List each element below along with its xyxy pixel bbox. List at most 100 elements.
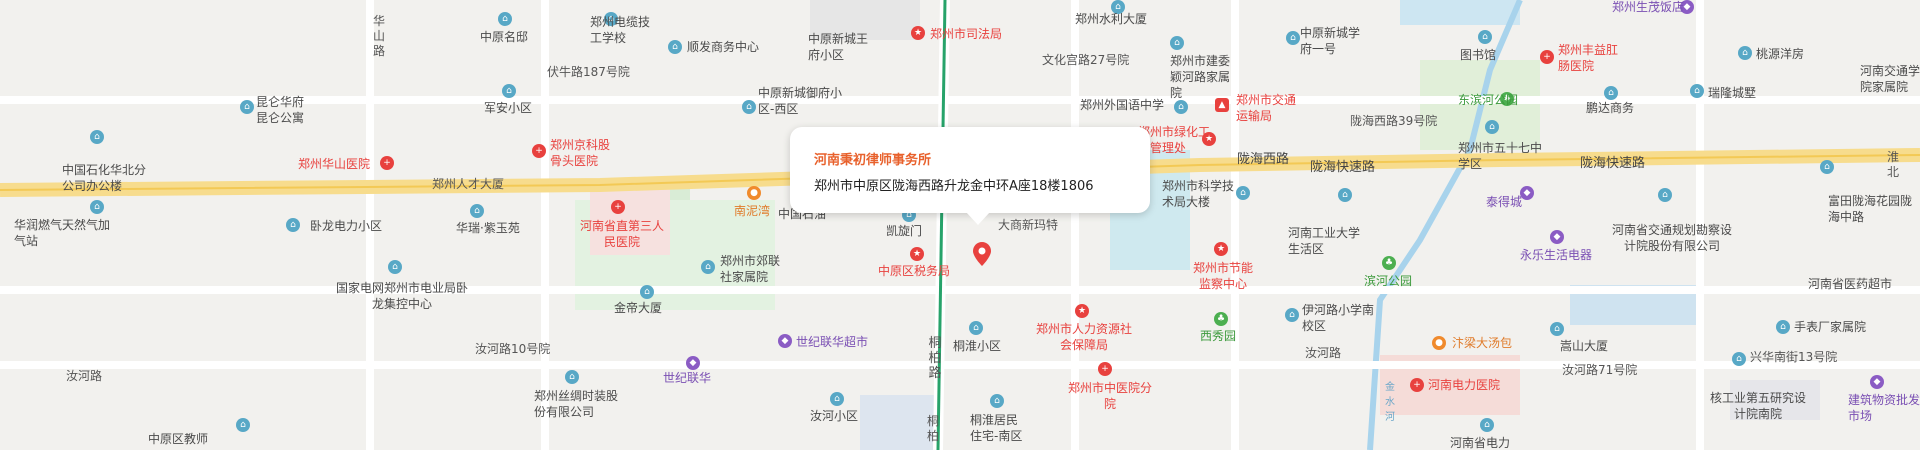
poi-label[interactable]: 富田陇海花园陇海中路 xyxy=(1828,194,1913,224)
poi-label[interactable]: 中原名邸 xyxy=(480,30,529,44)
poi-label[interactable]: 河南省交通规划勘察设计院股份有限公司 xyxy=(1612,223,1733,253)
hospital-icon: + xyxy=(1098,362,1112,376)
poi-label[interactable]: 郑州电缆技工学校 xyxy=(590,15,651,45)
building-icon: ⌂ xyxy=(1111,0,1125,14)
road-label-huaibei: 淮北 xyxy=(1886,150,1899,179)
school-icon: ⌂ xyxy=(1285,308,1299,322)
school-icon: ⌂ xyxy=(1485,120,1499,134)
residential-icon: ⌂ xyxy=(1820,160,1834,174)
residential-icon: ⌂ xyxy=(990,394,1004,408)
poi-label[interactable]: 郑州市司法局 xyxy=(930,27,1003,41)
road-label-huashan: 华山路 xyxy=(372,14,385,58)
office-icon: ⌂ xyxy=(1236,186,1250,200)
poi-label[interactable]: 郑州华山医院 xyxy=(298,157,371,171)
poi-label[interactable]: 世纪联华超市 xyxy=(796,335,869,349)
road-label-longhai39: 陇海西路39号院 xyxy=(1350,114,1438,128)
road-label-longhai-west: 陇海西路 xyxy=(1237,152,1290,167)
poi-label[interactable]: 中国石化华北分公司办公楼 xyxy=(62,163,147,193)
residential-icon: ⌂ xyxy=(502,84,516,98)
poi-label[interactable]: 河南交通学院家属院 xyxy=(1860,64,1920,94)
poi-label[interactable]: 中原新城御府小区-西区 xyxy=(758,86,843,116)
poi-label[interactable]: 手表厂家属院 xyxy=(1794,320,1867,334)
road-label-xinghua: 兴华南街13号院 xyxy=(1750,350,1838,364)
poi-label[interactable]: 郑州市人力资源社会保障局 xyxy=(1036,322,1133,352)
poi-label[interactable]: 伊河路小学南校区 xyxy=(1302,303,1375,333)
poi-label[interactable]: 中原区教师 xyxy=(148,432,209,446)
poi-label[interactable]: 东滨河公园 xyxy=(1458,93,1519,107)
restaurant-icon: ● xyxy=(1432,336,1446,350)
power-station-icon: ⌂ xyxy=(388,260,402,274)
poi-label[interactable]: 金帝大厦 xyxy=(614,301,663,315)
poi-label[interactable]: 瑞隆城墅 xyxy=(1708,86,1757,100)
poi-label[interactable]: 桐淮小区 xyxy=(953,339,1002,353)
poi-label[interactable]: 桃源洋房 xyxy=(1756,47,1805,61)
poi-label[interactable]: 汝河小区 xyxy=(810,409,859,423)
poi-label[interactable]: 郑州水利大厦 xyxy=(1075,12,1148,26)
poi-label[interactable]: 图书馆 xyxy=(1460,48,1497,62)
poi-label[interactable]: 桐淮居民住宅-南区 xyxy=(970,413,1023,443)
poi-label[interactable]: 南泥湾 xyxy=(734,204,771,218)
road-label-ruhe-1: 汝河路 xyxy=(66,369,103,383)
poi-label[interactable]: 郑州市中医院分院 xyxy=(1067,381,1152,411)
poi-label[interactable]: 凯旋门 xyxy=(886,224,923,238)
gas-station-icon: ⌂ xyxy=(90,200,104,214)
poi-label[interactable]: 郑州外国语中学 xyxy=(1080,98,1165,112)
poi-label[interactable]: 核工业第五研究设计院南院 xyxy=(1710,391,1807,421)
residential-icon: ⌂ xyxy=(1170,36,1184,50)
poi-label[interactable]: 滨河公园 xyxy=(1364,274,1413,288)
location-marker-icon[interactable] xyxy=(973,242,991,266)
poi-label[interactable]: 汴梁大汤包 xyxy=(1452,336,1513,350)
hospital-icon: + xyxy=(532,144,546,158)
poi-label[interactable]: 国家电网郑州市电业局卧龙集控中心 xyxy=(336,281,469,311)
office-icon: ⌂ xyxy=(1658,188,1672,202)
hospital-icon: + xyxy=(611,200,625,214)
poi-label[interactable]: 郑州市建委颖河路家属院 xyxy=(1170,54,1231,100)
poi-label[interactable]: 郑州市绿化工程管理处 xyxy=(1138,125,1211,155)
poi-label[interactable]: 河南电力医院 xyxy=(1428,378,1501,392)
residential-icon: ⌂ xyxy=(286,218,300,232)
poi-label[interactable]: 华瑞·紫玉苑 xyxy=(456,221,520,235)
poi-label[interactable]: 郑州京科股骨头医院 xyxy=(550,138,611,168)
river-label: 金水河 xyxy=(1385,382,1395,423)
restaurant-icon: ● xyxy=(747,186,761,200)
poi-label[interactable]: 郑州市交通运输局 xyxy=(1236,93,1297,123)
poi-label[interactable]: 郑州市节能监察中心 xyxy=(1192,261,1253,291)
poi-label[interactable]: 郑州市五十七中学区 xyxy=(1458,141,1543,171)
poi-label[interactable]: 军安小区 xyxy=(484,101,533,115)
poi-label[interactable]: 鹏达商务 xyxy=(1586,101,1635,115)
poi-label[interactable]: 中原新城王府小区 xyxy=(808,32,869,62)
office-icon: ⌂ xyxy=(565,370,579,384)
residential-icon: ⌂ xyxy=(969,321,983,335)
poi-label[interactable]: 中原区税务局 xyxy=(878,264,951,278)
poi-label[interactable]: 郑州丝绸时装股份有限公司 xyxy=(534,389,619,419)
road-label-wenhuagong: 文化宫路27号院 xyxy=(1042,53,1130,67)
hospital-icon: + xyxy=(1410,378,1424,392)
road-label-tongbai: 桐柏路 xyxy=(928,336,942,381)
road-label-ruhe-2: 汝河路 xyxy=(1305,346,1342,360)
poi-label[interactable]: 卧龙电力小区 xyxy=(310,219,383,233)
poi-label[interactable]: 河南省医药超市 xyxy=(1808,277,1893,291)
poi-label[interactable]: 大商新玛特 xyxy=(998,218,1059,232)
poi-label[interactable]: 河南省直第三人民医院 xyxy=(580,219,665,249)
poi-label[interactable]: 西秀园 xyxy=(1200,329,1237,343)
poi-label[interactable]: 昆仑华府昆仑公寓 xyxy=(256,95,305,125)
poi-label[interactable]: 郑州市科学技术局大楼 xyxy=(1162,179,1235,209)
tax-bureau-icon: ★ xyxy=(910,247,924,261)
info-window[interactable]: 河南秉初律师事务所 郑州市中原区陇海西路升龙金中环A座18楼1806 xyxy=(790,127,1150,225)
poi-label[interactable]: 河南省电力 xyxy=(1450,436,1511,450)
office-icon: ⌂ xyxy=(640,285,654,299)
poi-label[interactable]: 世纪联华 xyxy=(663,371,712,385)
poi-label[interactable]: 泰得城 xyxy=(1486,195,1523,209)
poi-label[interactable]: 嵩山大厦 xyxy=(1560,339,1609,353)
poi-label[interactable]: 郑州生茂饭店 xyxy=(1612,0,1685,14)
poi-label[interactable]: 郑州市郊联社家属院 xyxy=(720,254,781,284)
park-icon: ♣ xyxy=(1214,312,1228,326)
poi-label[interactable]: 郑州丰益肛肠医院 xyxy=(1558,43,1619,73)
poi-label[interactable]: 顺发商务中心 xyxy=(687,40,760,54)
poi-label[interactable]: 华润燃气天然气加气站 xyxy=(14,218,111,248)
poi-label[interactable]: 永乐生活电器 xyxy=(1520,248,1593,262)
poi-label[interactable]: 河南工业大学生活区 xyxy=(1288,226,1361,256)
poi-label[interactable]: 中原新城学府一号 xyxy=(1300,26,1361,56)
poi-label[interactable]: 建筑物资批发市场 xyxy=(1848,393,1920,423)
